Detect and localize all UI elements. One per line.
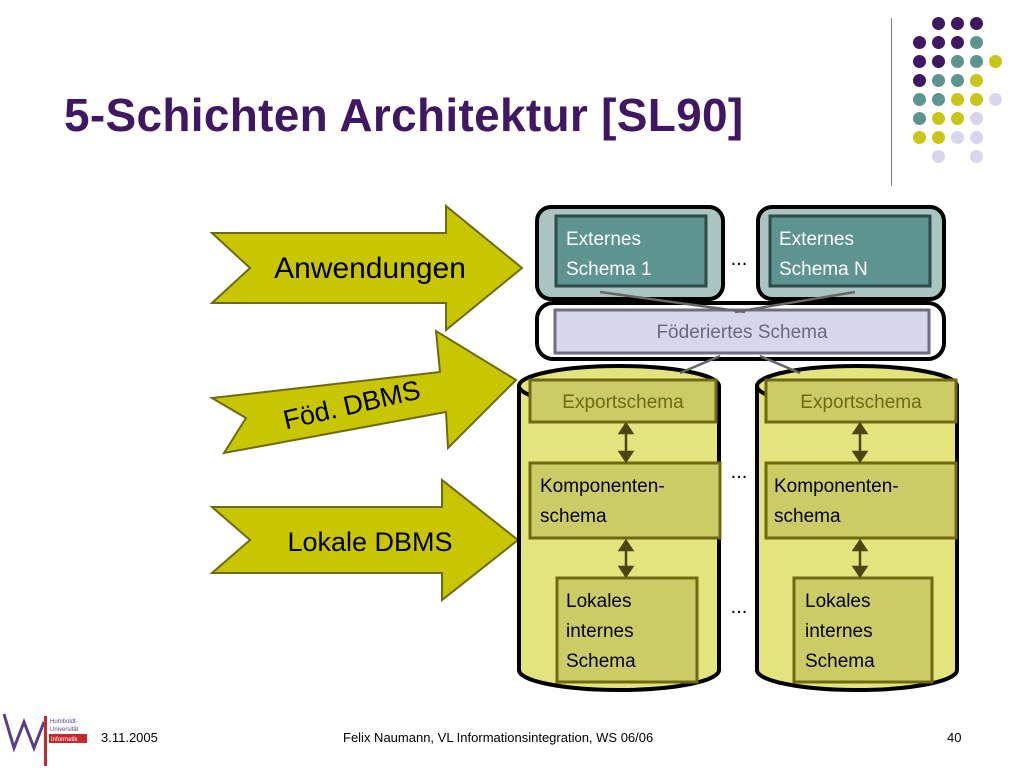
federated-schema: Föderiertes Schema bbox=[535, 301, 946, 361]
decorative-dot bbox=[932, 36, 945, 49]
decorative-dot bbox=[970, 131, 983, 144]
local-internal-schema-2-line3: Schema bbox=[805, 651, 875, 672]
svg-text:Lokales internes: Lokales internes Schema bbox=[566, 591, 639, 672]
decorative-dot bbox=[951, 55, 964, 68]
component-schema-1-line1: Komponenten- bbox=[540, 476, 665, 497]
decorative-dot bbox=[970, 17, 983, 30]
local-internal-schema-2-line1: Lokales bbox=[805, 591, 871, 612]
decorative-dot bbox=[932, 17, 945, 30]
logo-line1: Humboldt- bbox=[50, 719, 78, 725]
svg-text:Komponenten- schema: Komponenten- schema bbox=[540, 476, 670, 527]
local-internal-schema-1-line3: Schema bbox=[566, 651, 636, 672]
decorative-dot bbox=[951, 17, 964, 30]
arrow-applications-label: Anwendungen bbox=[274, 252, 466, 285]
decorative-dot bbox=[970, 112, 983, 125]
local-internal-schema-1-line2: internes bbox=[566, 621, 634, 642]
component-schema-2-line1: Komponenten- bbox=[774, 476, 899, 497]
logo-line2: Universität bbox=[50, 727, 79, 733]
decorative-dot bbox=[932, 112, 945, 125]
external-schema-1-line2: Schema 1 bbox=[566, 259, 652, 280]
component-schema-2: Komponenten- schema bbox=[764, 461, 958, 540]
hu-informatik-logo: Humboldt- Universität Informatik bbox=[2, 713, 87, 766]
external-schema-n-line1: Externes bbox=[779, 229, 854, 250]
external-schema-1: Externes Schema 1 bbox=[535, 205, 725, 301]
svg-text:Komponenten- schema: Komponenten- schema bbox=[774, 476, 904, 527]
local-internal-schema-1: Lokales internes Schema bbox=[555, 576, 699, 684]
decorative-dot bbox=[970, 150, 983, 163]
footer-date: 3.11.2005 bbox=[101, 730, 158, 745]
ellipsis-external: ... bbox=[731, 248, 748, 270]
decorative-dot bbox=[932, 93, 945, 106]
arrow-applications: Anwendungen bbox=[209, 203, 524, 333]
decorative-dot bbox=[932, 55, 945, 68]
decorative-dot bbox=[932, 74, 945, 87]
export-schema-2: Exportschema bbox=[764, 378, 958, 424]
decorative-dot bbox=[951, 36, 964, 49]
component-schema-2-line2: schema bbox=[774, 506, 841, 527]
external-schema-n-line2: Schema N bbox=[779, 259, 868, 280]
local-internal-schema-2-line2: internes bbox=[805, 621, 873, 642]
decorative-dot bbox=[951, 131, 964, 144]
decorative-dot bbox=[951, 112, 964, 125]
local-internal-schema-1-line1: Lokales bbox=[566, 591, 632, 612]
export-schema-1-label: Exportschema bbox=[562, 392, 684, 413]
decorative-dot bbox=[989, 93, 1002, 106]
decorative-dot bbox=[913, 55, 926, 68]
decorative-dot bbox=[970, 55, 983, 68]
external-schema-1-line1: Externes bbox=[566, 229, 641, 250]
arrow-local-dbms: Lokale DBMS bbox=[209, 477, 520, 603]
decorative-dot bbox=[932, 131, 945, 144]
decorative-dot bbox=[951, 74, 964, 87]
decorative-dot bbox=[913, 112, 926, 125]
arrow-federated-dbms: Föd. DBMS bbox=[208, 329, 518, 455]
decorative-dot bbox=[913, 36, 926, 49]
footer-page-number: 40 bbox=[947, 730, 962, 745]
title-divider-line bbox=[891, 18, 892, 186]
component-schema-1: Komponenten- schema bbox=[528, 461, 722, 540]
logo-line3: Informatik bbox=[51, 737, 78, 743]
svg-text:Externes Schema N: Externes Schema N bbox=[779, 229, 868, 280]
mapping-lines bbox=[599, 290, 856, 375]
arrow-local-dbms-label: Lokale DBMS bbox=[287, 527, 452, 557]
external-schema-n: Externes Schema N bbox=[756, 205, 946, 301]
slide-title: 5-Schichten Architektur [SL90] bbox=[64, 89, 744, 141]
decorative-dot bbox=[913, 131, 926, 144]
decorative-dot bbox=[970, 36, 983, 49]
decorative-dot bbox=[970, 93, 983, 106]
ellipsis-local: ... bbox=[731, 596, 748, 618]
double-arrows bbox=[617, 421, 869, 579]
decorative-dot bbox=[932, 150, 945, 163]
decorative-dot bbox=[913, 74, 926, 87]
decorative-dot bbox=[913, 93, 926, 106]
ellipsis-component: ... bbox=[731, 461, 748, 483]
footer-center-text: Felix Naumann, VL Informationsintegratio… bbox=[343, 730, 654, 745]
decorative-dot bbox=[951, 93, 964, 106]
component-schema-1-line2: schema bbox=[540, 506, 607, 527]
svg-text:Lokales internes: Lokales internes Schema bbox=[805, 591, 878, 672]
federated-schema-label: Föderiertes Schema bbox=[656, 322, 828, 343]
decorative-dot bbox=[989, 55, 1002, 68]
export-schema-1: Exportschema bbox=[528, 378, 718, 424]
export-schema-2-label: Exportschema bbox=[800, 392, 922, 413]
svg-text:Externes Schema 1: Externes Schema 1 bbox=[566, 229, 652, 280]
local-internal-schema-2: Lokales internes Schema bbox=[792, 576, 934, 684]
decorative-dot bbox=[970, 74, 983, 87]
